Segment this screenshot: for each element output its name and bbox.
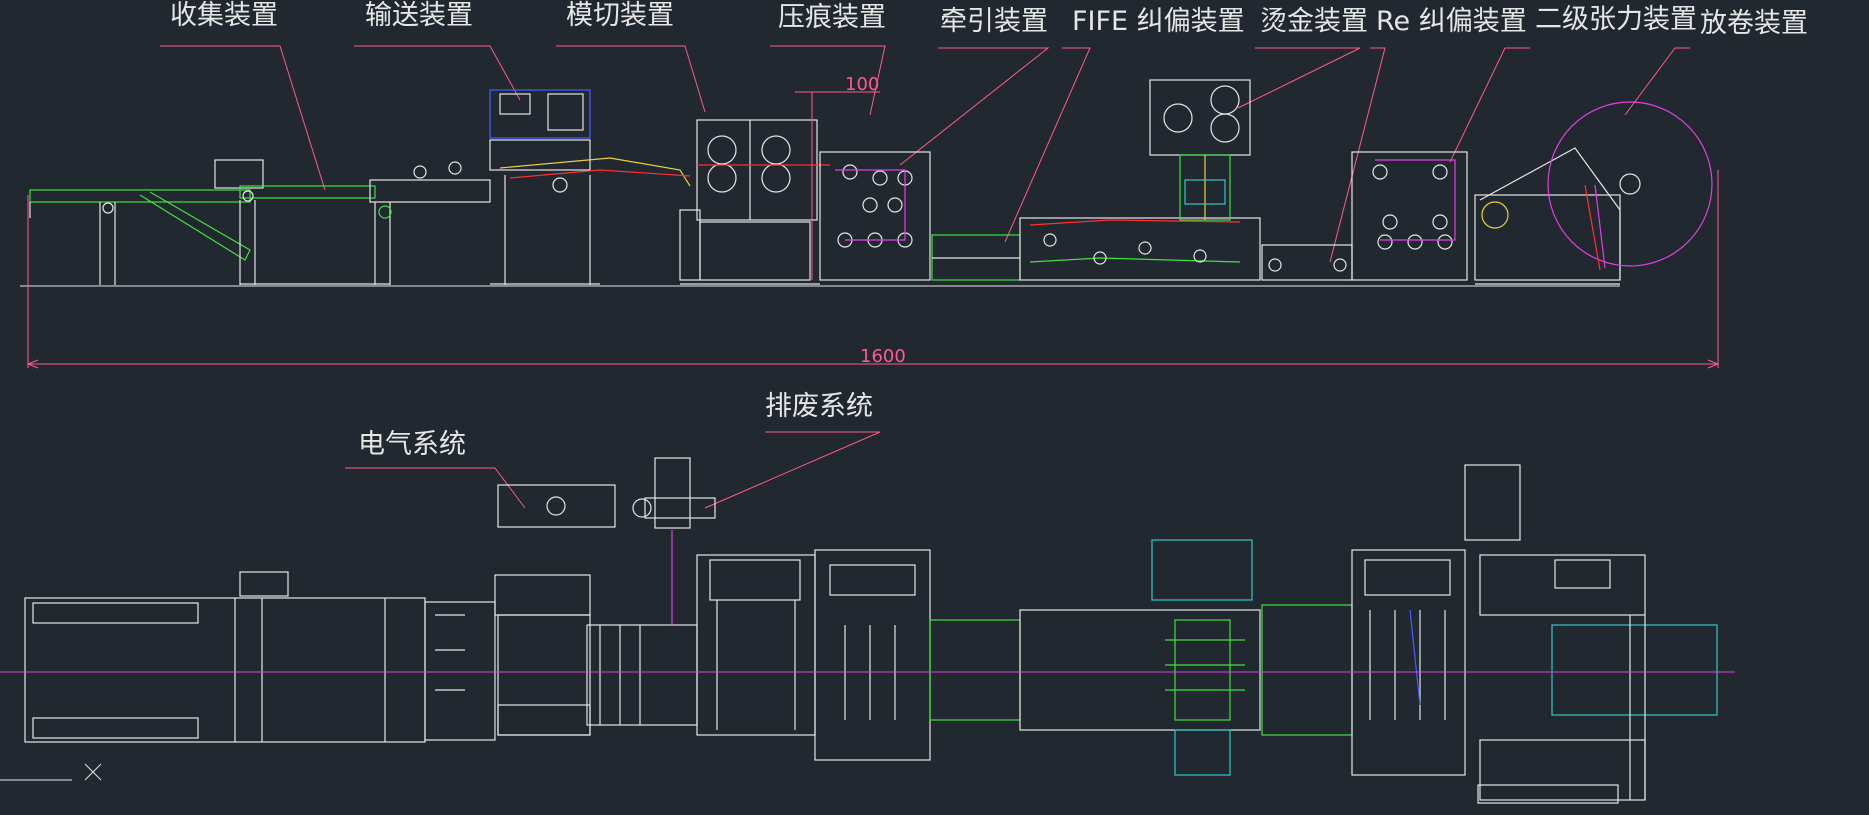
unwind-unit (1474, 101, 1713, 285)
label-tension: 二级张力装置 (1535, 4, 1697, 35)
plan-electric-box (497, 484, 616, 528)
plan-waste-column (654, 457, 691, 529)
collector-unit (29, 159, 491, 285)
conveyor-unit (413, 89, 691, 285)
label-crease: 压痕装置 (778, 2, 886, 33)
label-traction: 牵引装置 (940, 6, 1048, 37)
label-convey: 输送装置 (365, 0, 473, 31)
label-unwind: 放卷装置 (1700, 8, 1808, 39)
label-hotstamp: 烫金装置 (1260, 6, 1368, 37)
bottom-leaders (345, 431, 881, 509)
label-waste: 排废系统 (765, 391, 873, 422)
leader-lines (160, 45, 1690, 263)
side-elevation (20, 79, 1713, 287)
traction-unit (819, 151, 1021, 281)
re-tension-unit (1261, 151, 1468, 281)
diecut-crease-unit (679, 119, 830, 285)
dimension-1600: 1600 (860, 346, 906, 367)
bottom-labels: 电气系统 排废系统 (358, 391, 873, 460)
plan-unwind-cabinet (1464, 464, 1521, 541)
fife-hotstamp-unit (1019, 79, 1261, 281)
label-fife: FIFE 纠偏装置 (1072, 6, 1245, 37)
plan-tension (1351, 549, 1466, 776)
label-collect: 收集装置 (170, 0, 278, 31)
label-electric: 电气系统 (358, 429, 466, 460)
label-re: Re 纠偏装置 (1376, 6, 1527, 37)
axis-marker (0, 763, 102, 781)
label-diecut: 模切装置 (566, 0, 674, 31)
plan-fife (1019, 609, 1261, 731)
top-labels: 收集装置 输送装置 模切装置 压痕装置 牵引装置 FIFE 纠偏装置 烫金装置 … (170, 0, 1808, 39)
dimension-lines (26, 91, 1720, 369)
dimension-100: 100 (845, 74, 879, 95)
